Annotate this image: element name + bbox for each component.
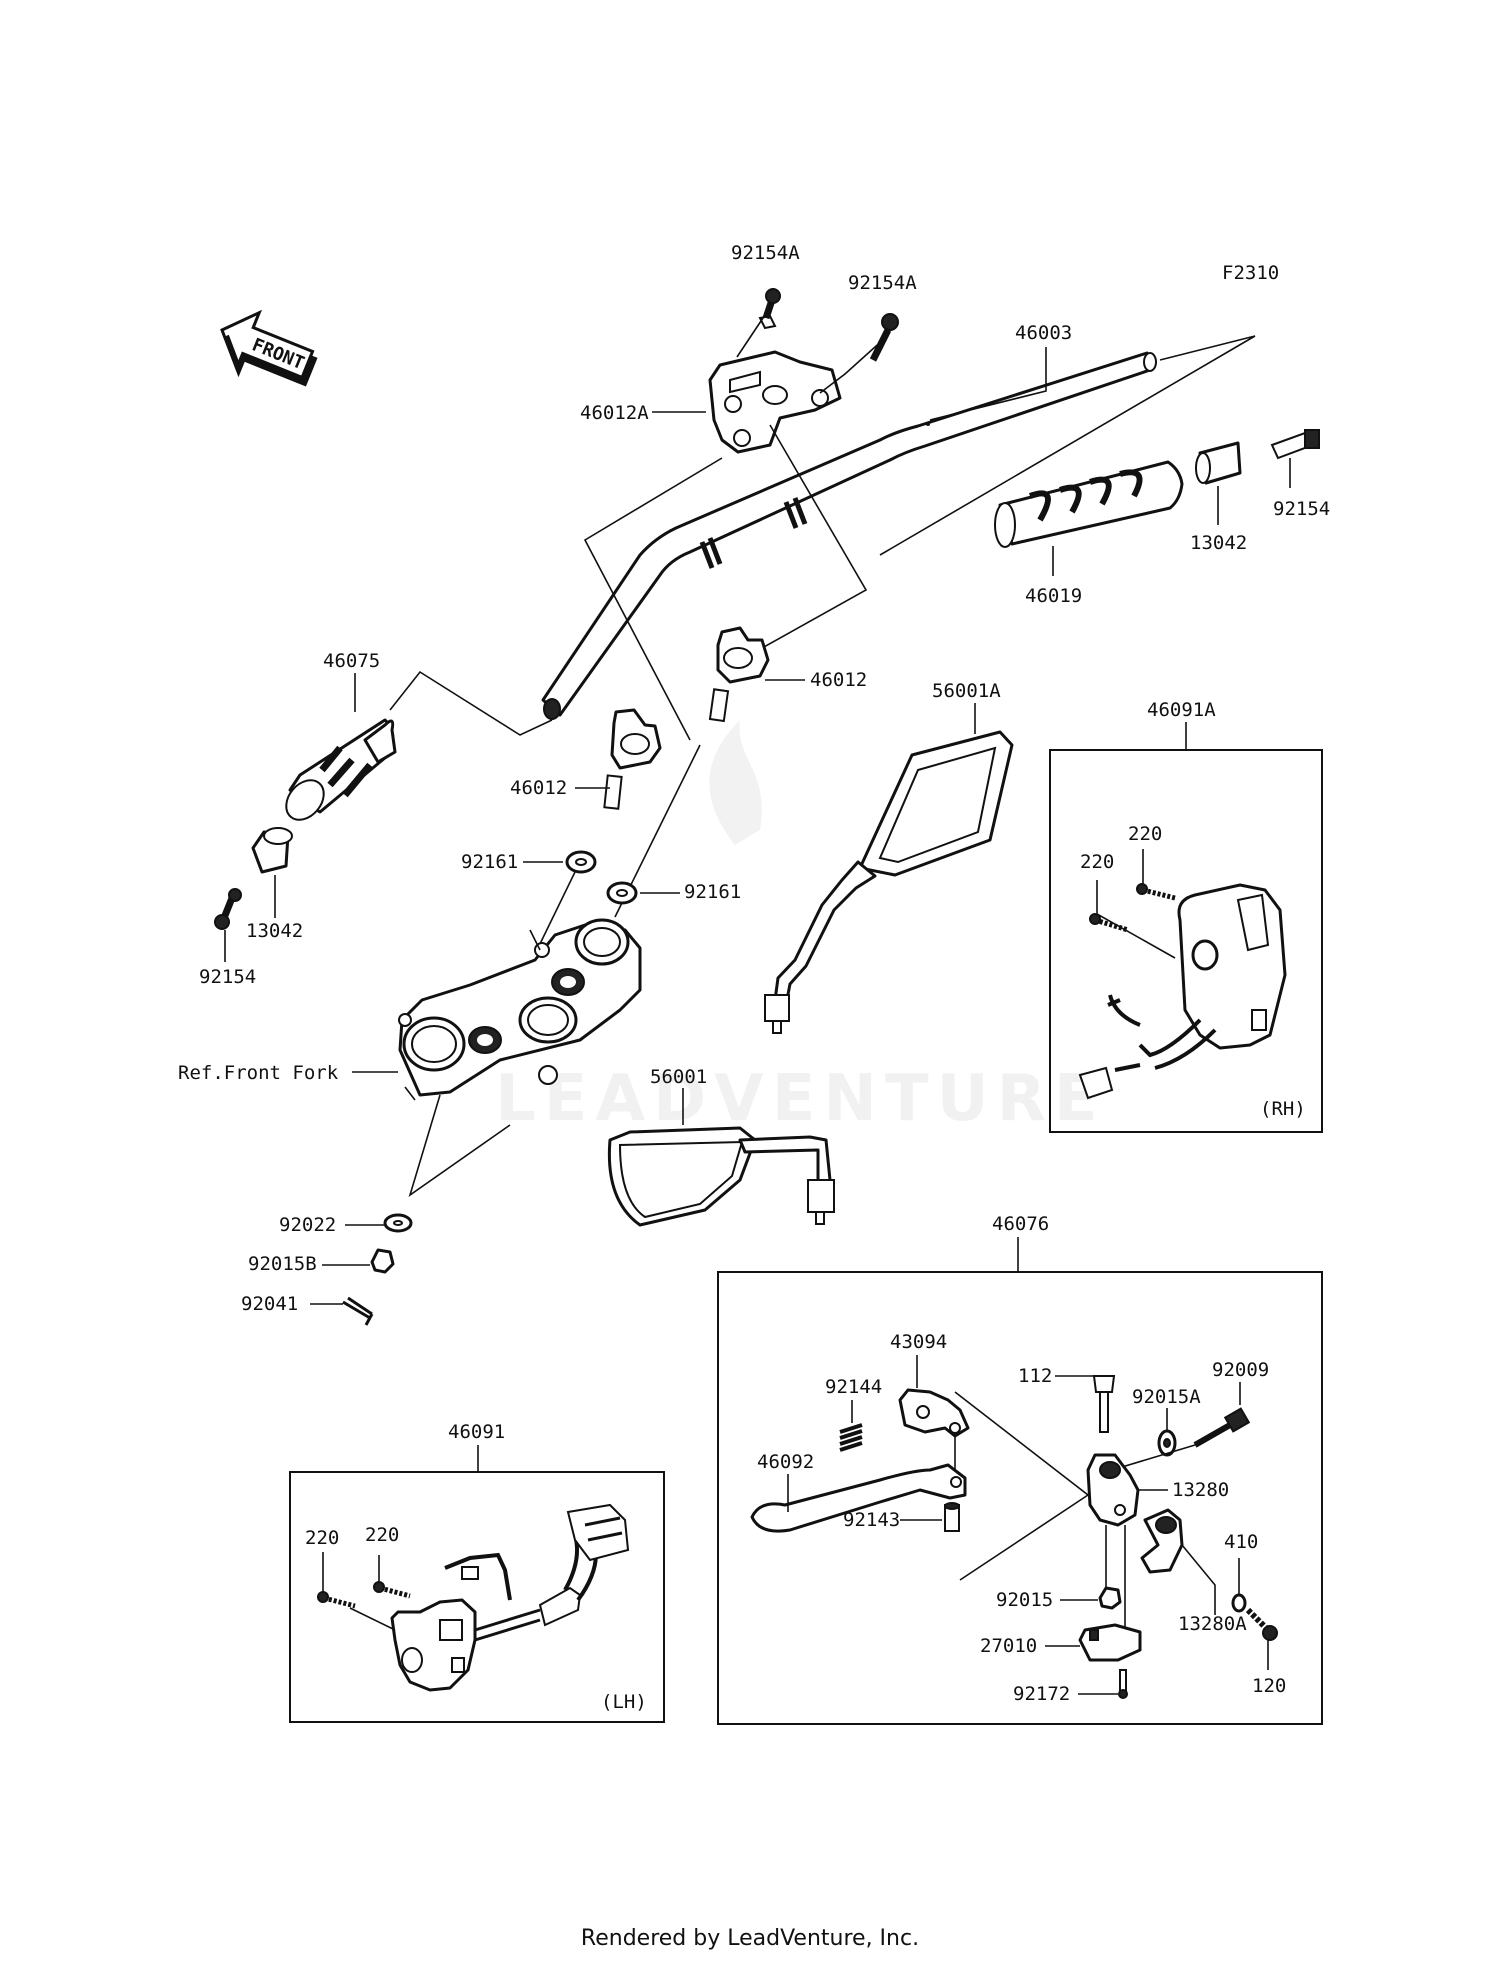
washer-92022 — [383, 1213, 413, 1233]
label-220-lh-a[interactable]: 220 — [305, 1527, 339, 1549]
label-13042-left[interactable]: 13042 — [246, 920, 303, 942]
footer-credit: Rendered by LeadVenture, Inc. — [580, 1926, 920, 1951]
front-direction-arrow: FRONT — [220, 309, 318, 387]
label-220-lh-b[interactable]: 220 — [365, 1524, 399, 1546]
label-92015[interactable]: 92015 — [996, 1589, 1053, 1611]
label-46092[interactable]: 46092 — [757, 1451, 814, 1473]
label-ref-front-fork[interactable]: Ref.Front Fork — [178, 1062, 339, 1084]
label-92015A[interactable]: 92015A — [1132, 1386, 1201, 1408]
label-220-rh-a[interactable]: 220 — [1128, 823, 1162, 845]
label-92154-left[interactable]: 92154 — [199, 966, 256, 988]
rh-handlebar-switch — [1078, 883, 1287, 1100]
label-56001A[interactable]: 56001A — [932, 680, 1001, 702]
label-46012A[interactable]: 46012A — [580, 402, 649, 424]
label-410[interactable]: 410 — [1224, 1531, 1258, 1553]
washer-92161-left — [565, 850, 597, 874]
label-56001[interactable]: 56001 — [650, 1066, 707, 1088]
label-46012-right[interactable]: 46012 — [810, 669, 867, 691]
label-46091[interactable]: 46091 — [448, 1421, 505, 1443]
label-92154A-left[interactable]: 92154A — [731, 242, 800, 264]
label-92009[interactable]: 92009 — [1212, 1359, 1269, 1381]
label-92022[interactable]: 92022 — [279, 1214, 336, 1236]
mirror-56001-left — [607, 1126, 835, 1227]
bolt-92154A-right — [869, 313, 899, 362]
label-46076[interactable]: 46076 — [992, 1213, 1049, 1235]
clutch-lever-46092 — [750, 1463, 967, 1533]
label-92154A-right[interactable]: 92154A — [848, 272, 917, 294]
label-92154-right[interactable]: 92154 — [1273, 498, 1330, 520]
nut-92015 — [1098, 1586, 1122, 1610]
pivot-92143 — [944, 1502, 960, 1532]
lower-holder-46012-right — [708, 626, 770, 723]
bolt-112 — [1092, 1375, 1116, 1433]
label-46012-left[interactable]: 46012 — [510, 777, 567, 799]
nut-92015B — [370, 1248, 395, 1274]
svg-text:LEADVENTURE: LEADVENTURE — [495, 1062, 1106, 1136]
screw-220-rh-upper — [1136, 883, 1176, 901]
screw-92172 — [1118, 1669, 1128, 1699]
right-grip-46019 — [994, 460, 1184, 548]
label-120[interactable]: 120 — [1252, 1675, 1286, 1697]
label-92172[interactable]: 92172 — [1013, 1683, 1070, 1705]
upper-triple-clamp — [398, 918, 642, 1097]
box-46091-lh — [289, 1471, 665, 1723]
label-92161-right[interactable]: 92161 — [684, 881, 741, 903]
leadventure-watermark: LEADVENTURE — [495, 720, 1106, 1136]
label-92041[interactable]: 92041 — [241, 1293, 298, 1315]
left-grip-46075 — [285, 718, 397, 821]
handlebar-46003 — [541, 351, 1157, 720]
label-92015B[interactable]: 92015B — [248, 1253, 317, 1275]
bolt-92154-left — [214, 888, 242, 930]
clamp-13280A — [1140, 1508, 1184, 1574]
bolt-120 — [1245, 1607, 1278, 1641]
clutch-switch-27010 — [1078, 1623, 1142, 1662]
washer-410 — [1231, 1593, 1247, 1613]
bolt-92154A-left — [758, 288, 781, 330]
lever-holder-13280 — [1086, 1453, 1140, 1527]
screw-220-rh-lower — [1089, 913, 1129, 933]
screw-220-lh-right — [373, 1581, 411, 1599]
bar-end-13042-left — [251, 827, 293, 874]
note-rh: (RH) — [1260, 1098, 1306, 1120]
cotter-pin-92041 — [342, 1296, 374, 1326]
spring-92144 — [839, 1423, 863, 1452]
label-92161-left[interactable]: 92161 — [461, 851, 518, 873]
mirror-56001A-right — [764, 730, 1014, 1034]
label-13280[interactable]: 13280 — [1172, 1479, 1229, 1501]
bolt-92009 — [1193, 1407, 1251, 1448]
label-92144[interactable]: 92144 — [825, 1376, 882, 1398]
lever-adjuster-43094 — [898, 1388, 970, 1438]
lh-handlebar-switch — [390, 1503, 630, 1692]
label-112[interactable]: 112 — [1018, 1365, 1052, 1387]
label-27010[interactable]: 27010 — [980, 1635, 1037, 1657]
screw-220-lh-left — [317, 1591, 356, 1609]
label-13280A[interactable]: 13280A — [1178, 1613, 1247, 1635]
label-43094[interactable]: 43094 — [890, 1331, 947, 1353]
bar-end-13042-right — [1195, 441, 1242, 485]
washer-92015A — [1157, 1429, 1177, 1457]
diagram-code: F2310 — [1222, 262, 1279, 284]
lower-holder-46012-left — [603, 708, 662, 810]
label-46075[interactable]: 46075 — [323, 650, 380, 672]
label-46091A[interactable]: 46091A — [1147, 699, 1216, 721]
note-lh: (LH) — [601, 1691, 647, 1713]
bolt-92154-right — [1270, 429, 1320, 460]
box-46076-clutch — [717, 1271, 1323, 1725]
label-46003[interactable]: 46003 — [1015, 322, 1072, 344]
upper-holder-46012A — [708, 350, 842, 454]
label-220-rh-b[interactable]: 220 — [1080, 851, 1114, 873]
label-92143[interactable]: 92143 — [843, 1509, 900, 1531]
label-46019[interactable]: 46019 — [1025, 585, 1082, 607]
label-13042-right[interactable]: 13042 — [1190, 532, 1247, 554]
washer-92161-right — [606, 881, 638, 905]
